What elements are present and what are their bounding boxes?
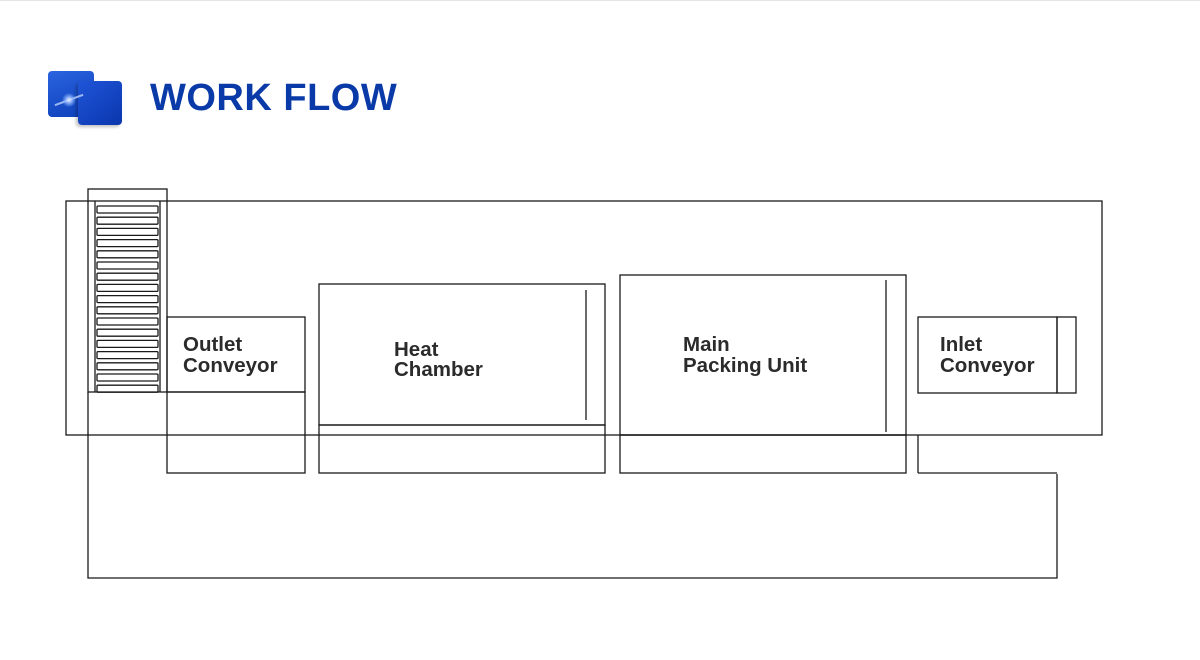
elevator-slat <box>96 373 159 382</box>
inlet-label-line1: Inlet <box>940 333 982 356</box>
elevator-slat <box>96 362 159 371</box>
elevator-slat <box>96 205 159 214</box>
inlet-conveyor-label: Inlet Conveyor <box>940 333 1035 377</box>
main-packing-unit-label: Main Packing Unit <box>683 333 807 377</box>
main-label-line2: Packing Unit <box>683 354 807 377</box>
main-label-line1: Main <box>683 333 730 356</box>
elevator-slat <box>96 216 159 225</box>
elevator-slat <box>96 350 159 360</box>
elevator-conveyor <box>87 188 168 393</box>
machine-frame <box>65 200 1103 436</box>
inlet-label-line2: Conveyor <box>940 354 1035 377</box>
elevator-slat <box>96 283 159 293</box>
heat-chamber-block <box>318 283 606 474</box>
elevator-slat <box>96 317 159 326</box>
outlet-label-line2: Conveyor <box>183 354 278 377</box>
elevator-slat <box>96 272 159 281</box>
page-title: WORK FLOW <box>150 76 398 119</box>
outlet-label-line1: Outlet <box>183 333 242 356</box>
elevator-slat <box>96 306 159 315</box>
header: WORK FLOW <box>48 68 397 128</box>
base-outline <box>87 392 1058 579</box>
heat-chamber-label: Heat Chamber <box>394 338 483 381</box>
heat-label-line2: Chamber <box>394 358 483 381</box>
main-packing-unit-block <box>619 274 907 474</box>
elevator-slat <box>96 238 159 248</box>
elevator-slat <box>96 328 159 337</box>
elevator-slat <box>96 384 159 393</box>
inlet-conveyor-block <box>917 316 1077 474</box>
outlet-conveyor-block <box>166 316 306 474</box>
elevator-slat <box>96 294 159 304</box>
outlet-conveyor-label: Outlet Conveyor <box>183 333 278 377</box>
layers-logo-icon <box>48 69 124 127</box>
elevator-slat <box>96 227 159 237</box>
elevator-slat <box>96 250 159 259</box>
top-divider <box>0 0 1200 1</box>
elevator-slat <box>96 261 159 270</box>
elevator-slat <box>96 339 159 349</box>
heat-label-line1: Heat <box>394 338 439 361</box>
